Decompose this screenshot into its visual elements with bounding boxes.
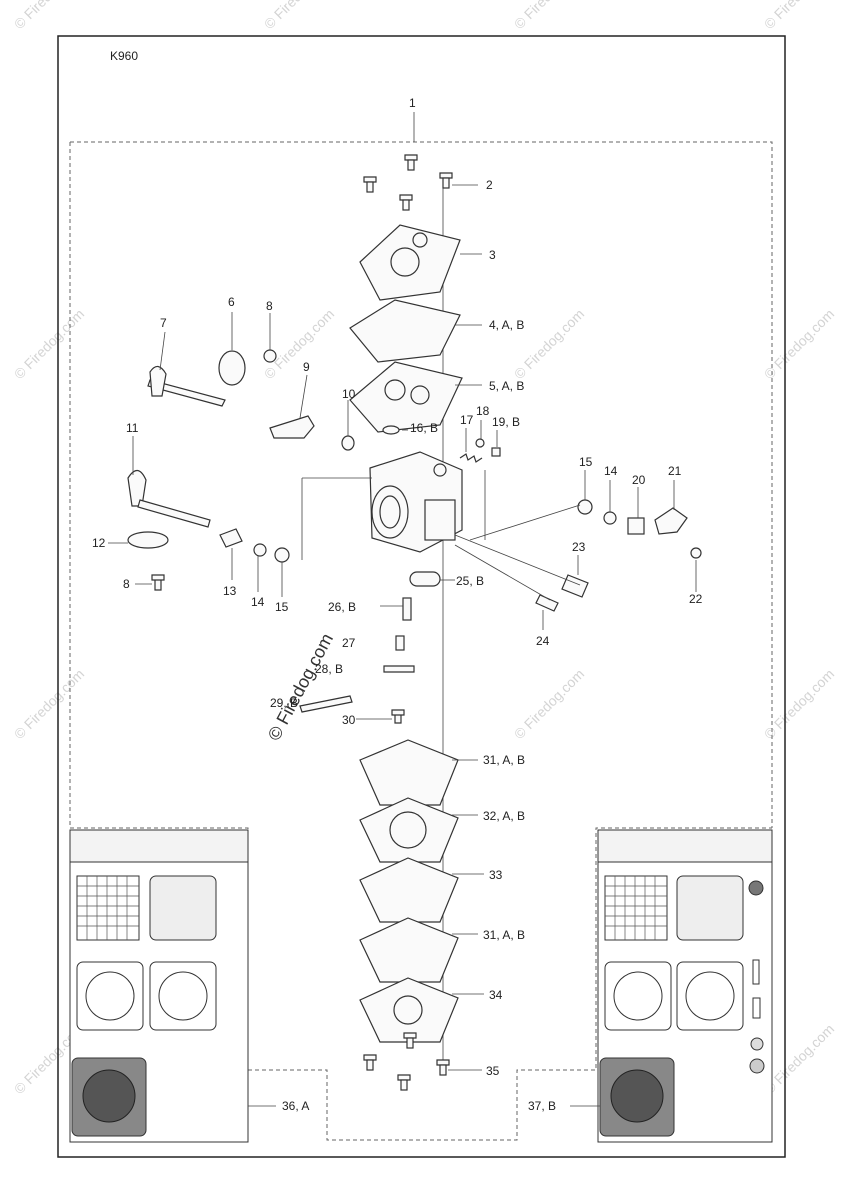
pin: [299, 695, 353, 713]
callout-label: 1: [409, 96, 416, 110]
seal-ring: [577, 499, 593, 515]
callout-label: 4, A, B: [489, 318, 524, 332]
callout-label: 10: [342, 387, 356, 401]
carburetor-body: [369, 451, 463, 553]
callout-label: 33: [489, 868, 503, 882]
callout-label: 27: [342, 636, 356, 650]
leader-line: [454, 534, 581, 586]
callout-label: 22: [689, 592, 703, 606]
screw-icon: [363, 154, 453, 211]
gasket-plate: [359, 857, 459, 923]
watermark: © Firedog.com: [511, 666, 587, 742]
watermark: © Firedog.com: [261, 306, 337, 382]
watermark: © Firedog.com: [11, 666, 87, 742]
callout-label: 15: [275, 600, 289, 614]
callout-label: 23: [572, 540, 586, 554]
callout-label: 31, A, B: [483, 753, 525, 767]
screw-icon: [391, 709, 405, 724]
watermark: © Firedog.com: [11, 0, 87, 32]
callout-label: 31, A, B: [483, 928, 525, 942]
clip-ring: [341, 435, 355, 451]
lever: [654, 507, 688, 535]
callout-label: 26, B: [328, 600, 356, 614]
callout-label: 11: [126, 421, 139, 435]
lever: [269, 415, 315, 439]
callout-label: 8: [266, 299, 273, 313]
metering-cover: [359, 977, 459, 1043]
callout-label: 28, B: [315, 662, 343, 676]
needle-valve: [402, 597, 412, 621]
screw-icon: [363, 1032, 450, 1091]
callout-label: 9: [303, 360, 310, 374]
control-lever: [383, 665, 415, 673]
callout-label: 12: [92, 536, 106, 550]
callout-label: 7: [160, 316, 167, 330]
adjust-screw: [561, 574, 589, 598]
leader-lines: [108, 184, 697, 1107]
callout-label: 30: [342, 713, 356, 727]
kit-panel-a: [69, 829, 249, 1143]
callout-label: 6: [228, 295, 235, 309]
page-frame: [57, 35, 786, 1158]
adjust-screw: [535, 594, 559, 612]
callout-label: 29, B: [270, 696, 298, 710]
callout-label: 13: [223, 584, 237, 598]
callout-label: 16, B: [410, 421, 438, 435]
callout-label: 21: [668, 464, 682, 478]
spring-icon: [395, 635, 405, 651]
gasket-plate: [349, 299, 461, 363]
pin: [491, 447, 501, 457]
nut-icon: [690, 547, 702, 559]
spring-icon: [459, 453, 483, 463]
bushing: [627, 517, 645, 535]
callout-label: 35: [486, 1064, 500, 1078]
callout-label: 15: [579, 455, 593, 469]
callout-labels: 1 2 3 4, A, B 5, A, B 6 7 8 9 10 11 12 8…: [92, 96, 703, 1113]
callout-label: 20: [632, 473, 646, 487]
callout-label: 25, B: [456, 574, 484, 588]
metering-gasket: [359, 739, 459, 806]
callout-label: 17: [460, 413, 474, 427]
throttle-shaft: [147, 349, 277, 407]
callout-label: 2: [486, 178, 493, 192]
callout-label: 34: [489, 988, 503, 1002]
watermark: © Firedog.com: [761, 0, 837, 32]
pump-cover: [359, 224, 461, 301]
callout-label: 18: [476, 404, 490, 418]
callout-label: 3: [489, 248, 496, 262]
choke-shaft: [127, 469, 243, 549]
metering-diaphragm: [359, 797, 459, 863]
watermark: © Firedog.com: [11, 306, 87, 382]
screen-filter: [409, 571, 441, 587]
ball: [475, 438, 485, 448]
leader-line: [454, 544, 551, 601]
seal-ring: [274, 547, 290, 563]
assembly-outline: [69, 141, 773, 1141]
callout-label: 14: [604, 464, 618, 478]
callout-label: 24: [536, 634, 550, 648]
washer: [603, 511, 617, 525]
metering-gasket: [359, 917, 459, 983]
callout-label: 32, A, B: [483, 809, 525, 823]
o-ring: [382, 425, 400, 435]
callout-label: 8: [123, 577, 130, 591]
callout-label: 36, A: [282, 1099, 309, 1113]
watermark: © Firedog.com: [511, 0, 587, 32]
pump-diaphragm: [349, 361, 463, 433]
callout-label: 5, A, B: [489, 379, 524, 393]
kit-panel-b: [597, 829, 773, 1143]
screw-icon: [151, 574, 165, 591]
watermark-center: © Firedog.com: [264, 630, 337, 744]
callout-label: 37, B: [528, 1099, 556, 1113]
model-label: K960: [110, 49, 138, 63]
watermark: © Firedog.com: [261, 0, 337, 32]
callout-label: 19, B: [492, 415, 520, 429]
callout-label: 14: [251, 595, 265, 609]
washer: [253, 543, 267, 557]
